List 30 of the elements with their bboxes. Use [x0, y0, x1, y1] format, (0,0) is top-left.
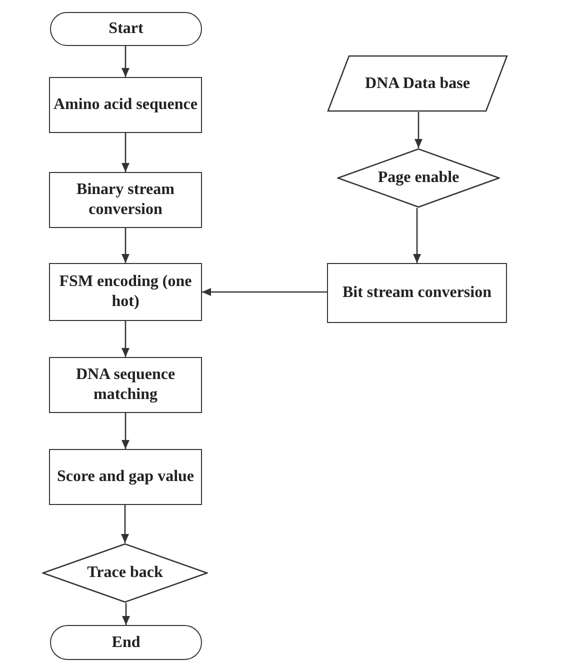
node-label: Bit stream conversion	[342, 283, 492, 303]
node-label: Start	[108, 19, 144, 39]
decision-diamond	[337, 148, 500, 208]
arrow	[122, 46, 130, 77]
process-box	[49, 77, 202, 133]
node-label: Trace back	[87, 563, 163, 583]
arrow	[414, 112, 422, 148]
node-label: FSM encoding (one hot)	[58, 272, 193, 312]
node-label: Page enable	[378, 168, 460, 188]
decision-diamond	[42, 543, 208, 603]
arrow	[122, 228, 130, 263]
arrow	[122, 133, 130, 172]
node-label: DNA Data base	[365, 74, 470, 94]
node-label: End	[112, 632, 140, 652]
arrow	[121, 505, 129, 543]
process-box	[327, 263, 507, 323]
node-label: Amino acid sequence	[54, 95, 198, 115]
node-label: Binary stream conversion	[76, 180, 176, 220]
process-box	[49, 172, 202, 228]
node-label: DNA sequence matching	[74, 365, 176, 405]
data-parallelogram	[327, 55, 508, 112]
node-label: Score and gap value	[56, 467, 194, 487]
process-box	[49, 263, 202, 321]
arrow	[202, 288, 327, 296]
process-box	[49, 449, 202, 505]
process-box	[49, 357, 202, 413]
arrow	[413, 208, 421, 263]
arrow	[122, 413, 130, 449]
arrow	[122, 321, 130, 357]
arrow	[122, 603, 130, 625]
